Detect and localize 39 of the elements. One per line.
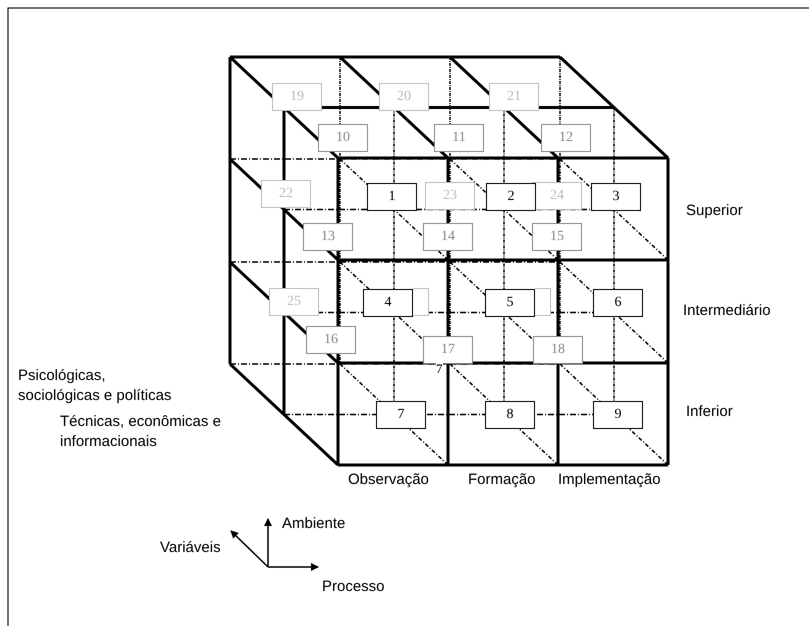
cell-box: 15 [532,223,582,251]
cell-box: 18 [533,336,583,364]
empty-cell-box [413,288,429,316]
cell-box: 10 [318,124,368,152]
axis-label: Variáveis [160,538,221,558]
cell-box: 17 [423,336,473,364]
cell-box: 20 [379,83,429,111]
cell-box: 23 [425,182,475,210]
cell-box: 8 [485,401,535,429]
empty-cell-box [535,288,551,316]
axis-label: Processo [322,577,385,597]
process-label: Formação [468,470,536,490]
cell-box: 6 [593,289,643,317]
cell-box: 12 [541,124,591,152]
axis-label: Ambiente [282,514,346,534]
cell-box: 16 [306,326,356,354]
stray-number: 7 [436,362,442,376]
cell-box: 13 [303,223,353,251]
cell-box: 7 [376,401,426,429]
process-label: Observação [348,470,429,490]
variable-label: Técnicas, econômicas e informacionais [60,412,222,452]
level-label: Superior [686,201,743,221]
cell-box: 14 [423,223,473,251]
cell-box: 3 [591,183,641,211]
cell-box: 9 [593,401,643,429]
cell-box: 22 [261,180,311,208]
level-label: Inferior [686,402,733,422]
level-label: Intermediário [683,301,771,321]
cell-box: 4 [363,289,413,317]
cell-box: 25 [269,288,319,316]
cell-box: 21 [489,83,539,111]
process-label: Implementação [558,470,661,490]
cell-box: 2 [486,183,536,211]
cell-box: 11 [434,124,484,152]
cell-box: 24 [532,182,582,210]
variable-label: Psicológicas, sociológicas e políticas [18,366,172,406]
cell-box: 19 [272,83,322,111]
cell-box: 1 [367,183,417,211]
cell-box: 5 [485,289,535,317]
